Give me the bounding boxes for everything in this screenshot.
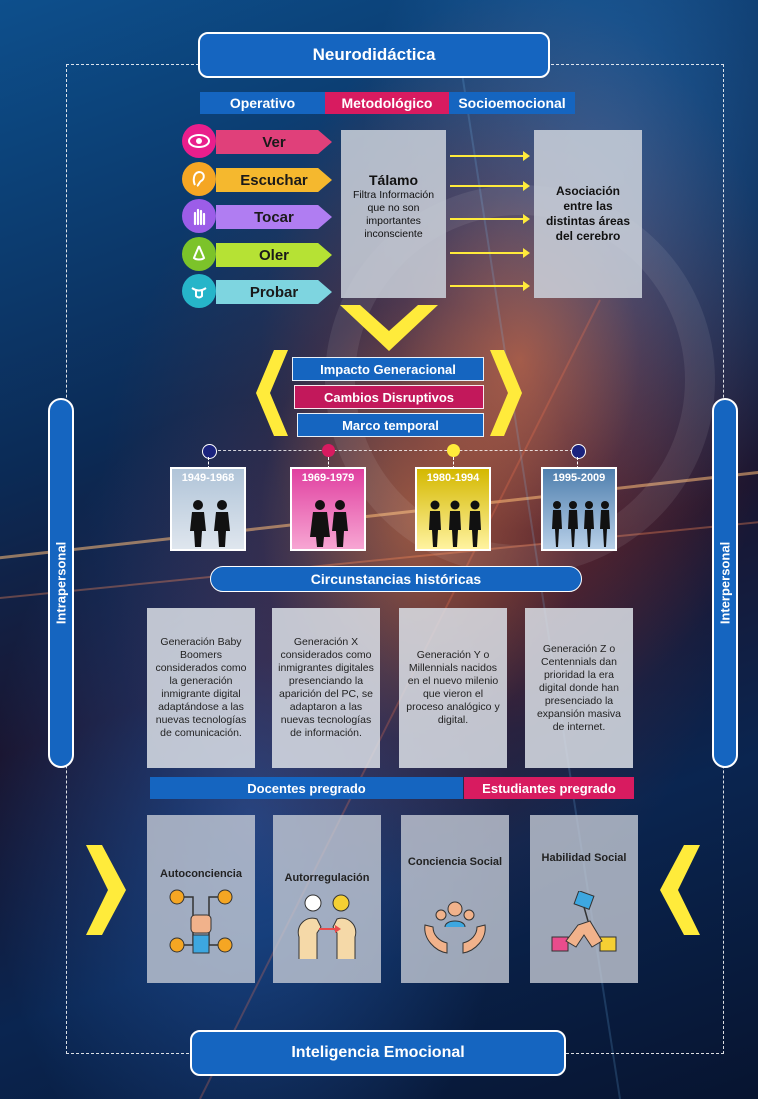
estudiantes-pregrado-bar: Estudiantes pregrado	[464, 777, 634, 799]
generation-years: 1969-1979	[301, 472, 355, 484]
generation-card-y: 1980-1994	[415, 467, 491, 551]
timeline-line	[208, 450, 578, 451]
skill-title: Autorregulación	[284, 872, 370, 884]
ear-icon	[182, 162, 216, 196]
self-awareness-icon	[169, 889, 233, 954]
generation-description: Generación Z o Centennials dan prioridad…	[525, 608, 633, 768]
connector	[453, 457, 454, 469]
generation-years: 1995-2009	[552, 472, 606, 484]
sense-arrow-escuchar: Escuchar	[216, 168, 332, 192]
chevron-left-icon	[660, 845, 700, 935]
flow-arrow	[450, 151, 530, 161]
impacto-generacional-bar: Impacto Generacional	[292, 357, 484, 381]
people-silhouette-icon	[429, 500, 481, 547]
talamo-text: Filtra Información que no son importante…	[352, 189, 435, 240]
self-regulation-icon	[297, 894, 357, 959]
sense-arrow-tocar: Tocar	[216, 205, 332, 229]
people-silhouette-icon	[310, 500, 348, 547]
tongue-icon	[182, 274, 216, 308]
marco-temporal-bar: Marco temporal	[297, 413, 484, 437]
people-silhouette-icon	[552, 501, 610, 547]
generation-years: 1949-1968	[181, 472, 235, 484]
skill-title: Conciencia Social	[407, 856, 503, 868]
skill-card-conciencia-social: Conciencia Social	[401, 815, 509, 983]
generation-description: Generación Y o Millennials nacidos en el…	[399, 608, 507, 768]
flow-arrow	[450, 281, 530, 291]
skill-title: Habilidad Social	[541, 852, 627, 864]
sense-arrow-ver: Ver	[216, 130, 332, 154]
chevron-right-icon	[490, 350, 522, 436]
asociacion-panel: Asociación entre las distintas áreas del…	[534, 130, 642, 298]
header-operativo: Operativo	[200, 92, 325, 114]
generation-years: 1980-1994	[426, 472, 480, 484]
talamo-title: Tálamo	[368, 172, 418, 188]
interpersonal-pill: Interpersonal	[712, 398, 738, 768]
connector	[208, 457, 209, 469]
generation-description: Generación X considerados como inmigrant…	[272, 608, 380, 768]
footer-title: Inteligencia Emocional	[190, 1030, 566, 1076]
chevron-right-icon	[86, 845, 126, 935]
timeline-dot	[202, 444, 217, 459]
docentes-pregrado-bar: Docentes pregrado	[150, 777, 463, 799]
cambios-disruptivos-bar: Cambios Disruptivos	[294, 385, 484, 409]
eye-icon	[182, 124, 216, 158]
interpersonal-label: Interpersonal	[717, 541, 733, 625]
generation-card-baby-boomers: 1949-1968	[170, 467, 246, 551]
generation-card-z: 1995-2009	[541, 467, 617, 551]
skill-card-autoconciencia: Autoconciencia	[147, 815, 255, 983]
chevron-left-icon	[256, 350, 288, 436]
timeline-dot	[571, 444, 586, 459]
chevron-down-icon	[340, 305, 438, 351]
intrapersonal-label: Intrapersonal	[53, 541, 69, 625]
connector	[328, 457, 329, 469]
teamwork-hands-icon	[551, 891, 617, 952]
sense-arrow-probar: Probar	[216, 280, 332, 304]
flow-arrow	[450, 181, 530, 191]
nose-icon	[182, 237, 216, 271]
generation-card-x: 1969-1979	[290, 467, 366, 551]
skill-card-habilidad-social: Habilidad Social	[530, 815, 638, 983]
header-socioemocional: Socioemocional	[449, 92, 575, 114]
timeline-dot	[447, 444, 460, 457]
intrapersonal-pill: Intrapersonal	[48, 398, 74, 768]
timeline-dot	[322, 444, 335, 457]
hand-icon	[182, 199, 216, 233]
talamo-panel: Tálamo Filtra Información que no son imp…	[341, 130, 446, 298]
generation-description: Generación Baby Boomers considerados com…	[147, 608, 255, 768]
flow-arrow	[450, 248, 530, 258]
people-silhouette-icon	[190, 500, 230, 547]
page-title: Neurodidáctica	[198, 32, 550, 78]
connector	[577, 457, 578, 469]
sense-arrow-oler: Oler	[216, 243, 332, 267]
flow-arrow	[450, 214, 530, 224]
skill-title: Autoconciencia	[160, 868, 242, 880]
social-awareness-icon	[424, 901, 486, 954]
circunstancias-historicas-bar: Circunstancias históricas	[210, 566, 582, 592]
header-metodologico: Metodológico	[325, 92, 449, 114]
skill-card-autorregulacion: Autorregulación	[273, 815, 381, 983]
